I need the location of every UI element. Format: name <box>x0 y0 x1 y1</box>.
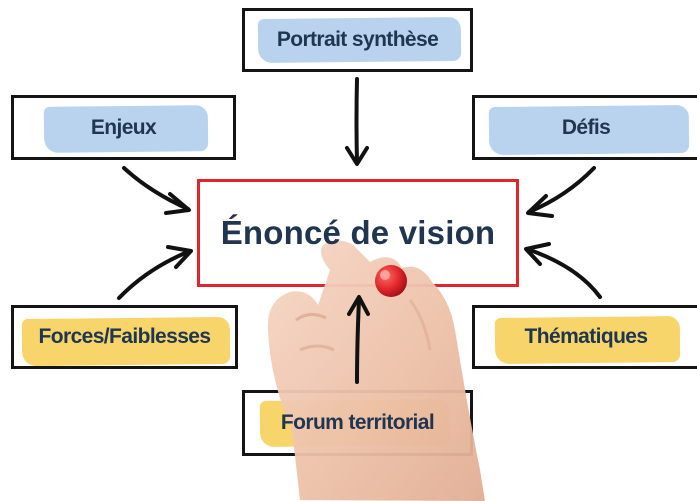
enonce-de-vision-title: Énoncé de vision <box>220 214 496 251</box>
arrow-from-forces <box>117 245 193 300</box>
thematiques-box: Thématiques <box>472 305 697 369</box>
arrow-from-thematiques <box>524 242 602 299</box>
enonce-de-vision-box: Énoncé de vision <box>197 179 519 287</box>
forum-territorial-label: Forum territorial <box>280 411 435 434</box>
thematiques-label: Thématiques <box>524 325 649 348</box>
defis-box: Défis <box>472 95 697 160</box>
portrait-synthese-box: Portrait synthèse <box>242 8 473 72</box>
arrow-from-forum <box>347 295 370 384</box>
enjeux-box: Enjeux <box>11 95 236 160</box>
enjeux-label: Enjeux <box>90 115 157 139</box>
forces-faiblesses-box: Forces/Faiblesses <box>11 305 238 369</box>
arrow-from-defis <box>526 166 596 218</box>
forces-faiblesses-label: Forces/Faiblesses <box>38 325 212 348</box>
portrait-synthese-label: Portrait synthèse <box>276 28 439 51</box>
defis-label: Défis <box>561 115 611 139</box>
arrow-from-enjeux <box>122 166 191 215</box>
arrow-from-portrait <box>345 77 369 166</box>
